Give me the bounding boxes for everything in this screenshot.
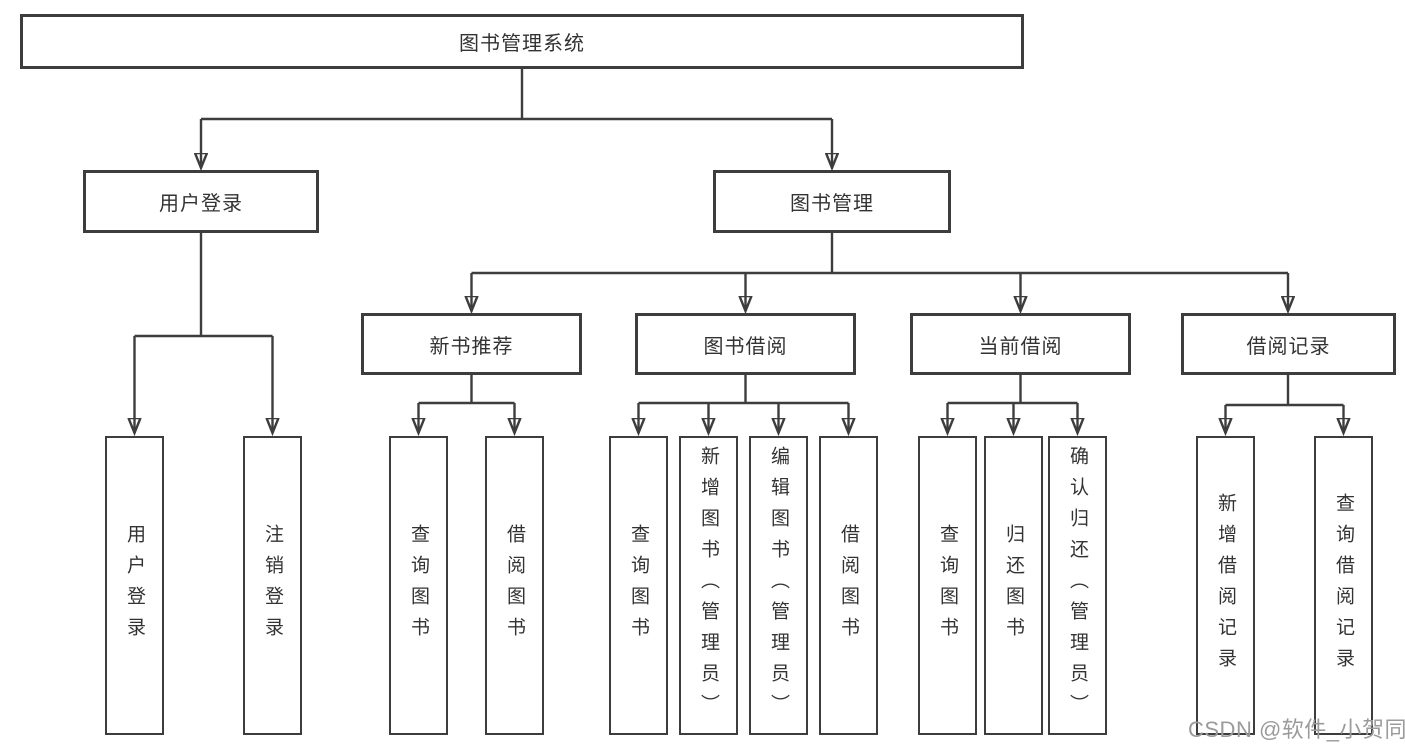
connector-book-borrow-children xyxy=(639,375,849,433)
node-label: 新书推荐 xyxy=(429,335,514,358)
node-book-borrowing: 图书借阅 xyxy=(635,313,856,375)
node-label: 查询借阅记录 xyxy=(1333,492,1354,679)
node-root-system: 图书管理系统 xyxy=(20,14,1024,69)
leaf-records-query-record: 查询借阅记录 xyxy=(1314,436,1373,735)
node-label: 查询图书 xyxy=(937,523,958,648)
node-label: 确认归还（管理员） xyxy=(1067,446,1088,725)
leaf-current-confirm-return-admin: 确认归还（管理员） xyxy=(1048,436,1107,735)
node-label: 图书管理系统 xyxy=(459,33,585,55)
leaf-logout: 注销登录 xyxy=(243,436,302,735)
node-label: 借阅记录 xyxy=(1246,335,1331,358)
node-label: 借阅图书 xyxy=(504,523,525,648)
node-label: 当前借阅 xyxy=(978,335,1063,358)
node-label: 图书借阅 xyxy=(703,335,788,358)
leaf-newrec-query-books: 查询图书 xyxy=(389,436,448,735)
leaf-current-return-books: 归还图书 xyxy=(984,436,1043,735)
node-label: 查询图书 xyxy=(408,523,429,648)
node-borrowing-records: 借阅记录 xyxy=(1181,313,1396,375)
leaf-user-login: 用户登录 xyxy=(105,436,164,735)
node-label: 图书管理 xyxy=(790,193,874,215)
connector-root-to-level2 xyxy=(201,68,832,168)
connector-current-borrow-children xyxy=(948,375,1078,433)
connector-book-mgmt-children xyxy=(472,233,1289,311)
node-user-login: 用户登录 xyxy=(83,170,319,233)
node-label: 新增借阅记录 xyxy=(1215,492,1236,679)
connector-user-login-children xyxy=(135,233,273,433)
node-new-book-recommend: 新书推荐 xyxy=(361,313,582,375)
leaf-current-query-books: 查询图书 xyxy=(918,436,977,735)
node-label: 借阅图书 xyxy=(838,523,859,648)
node-label: 编辑图书（管理员） xyxy=(768,446,789,725)
node-label: 查询图书 xyxy=(628,523,649,648)
node-book-management: 图书管理 xyxy=(713,170,951,233)
leaf-borrow-borrow-books: 借阅图书 xyxy=(819,436,878,735)
node-current-borrowing: 当前借阅 xyxy=(910,313,1131,375)
leaf-records-add-record: 新增借阅记录 xyxy=(1196,436,1255,735)
node-label: 用户登录 xyxy=(124,523,145,648)
node-label: 注销登录 xyxy=(262,523,283,648)
connector-borrow-records-children xyxy=(1226,375,1344,433)
connector-new-book-rec-children xyxy=(419,375,515,433)
csdn-watermark: CSDN @软件_小贺同学 xyxy=(1188,717,1405,742)
node-label: 归还图书 xyxy=(1003,523,1024,648)
leaf-newrec-borrow-books: 借阅图书 xyxy=(485,436,544,735)
leaf-borrow-edit-books-admin: 编辑图书（管理员） xyxy=(749,436,808,735)
leaf-borrow-add-books-admin: 新增图书（管理员） xyxy=(679,436,738,735)
node-label: 新增图书（管理员） xyxy=(698,446,719,725)
leaf-borrow-query-books: 查询图书 xyxy=(609,436,668,735)
node-label: 用户登录 xyxy=(159,193,243,215)
